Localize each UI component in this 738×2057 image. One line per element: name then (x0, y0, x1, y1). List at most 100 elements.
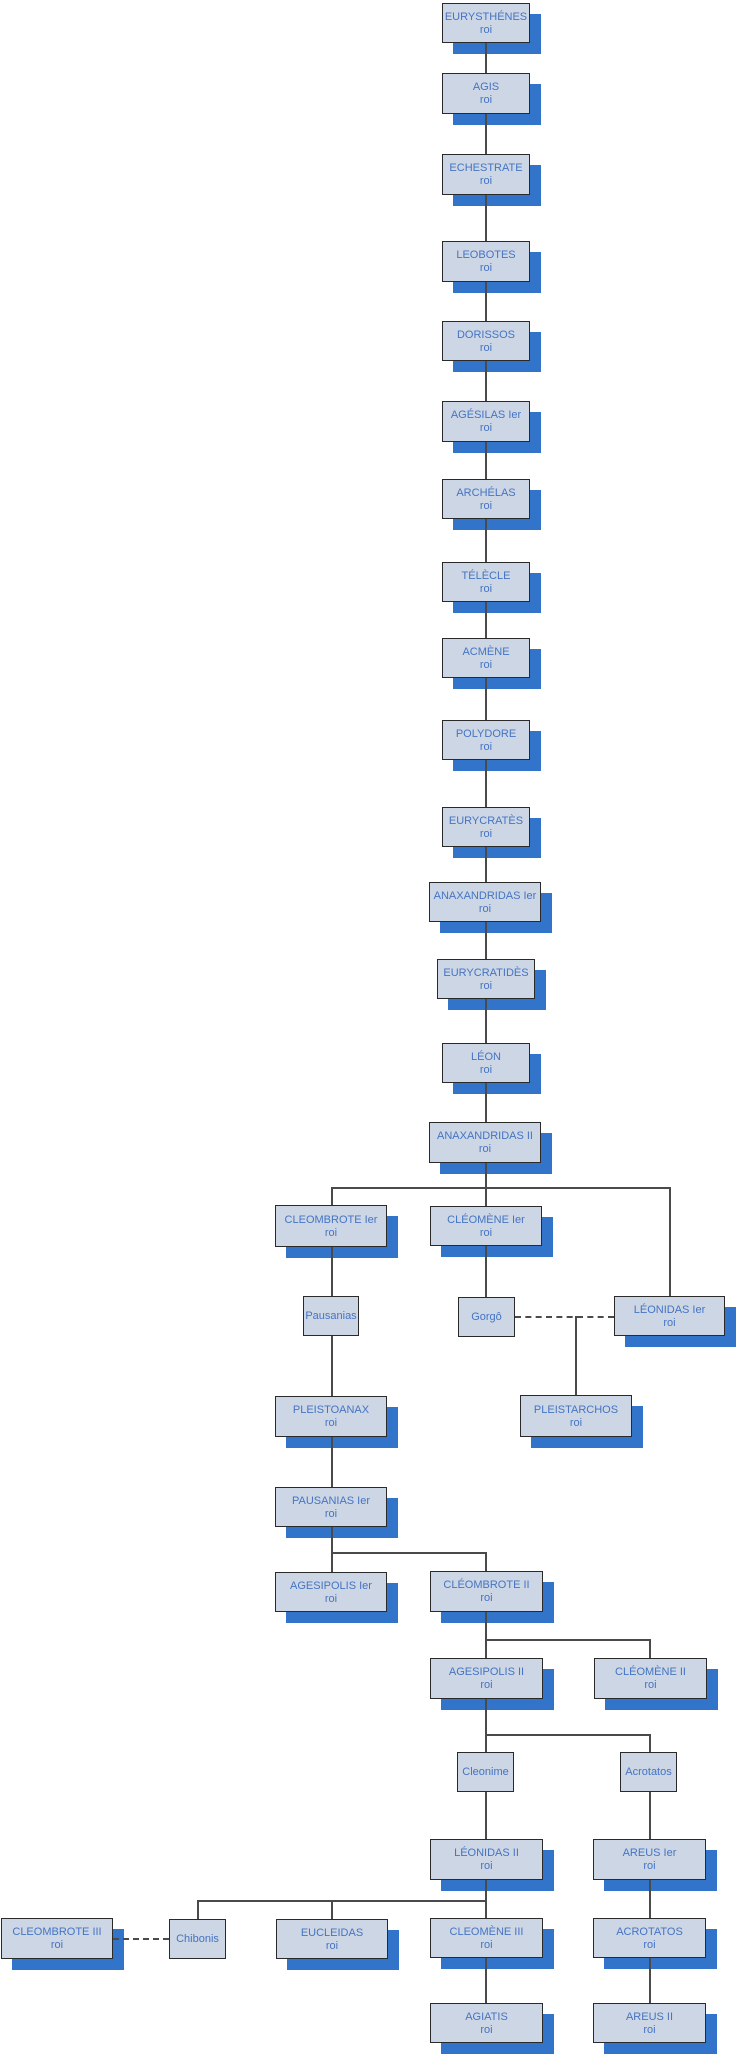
node-sublabel: roi (479, 499, 493, 512)
node-sublabel: roi (324, 1507, 338, 1520)
node-label: TÉLÈCLE (461, 569, 511, 582)
node-label: AGESIPOLIS II (448, 1666, 525, 1678)
connector-line (485, 1734, 487, 1752)
tree-node-pausanias: Pausanias (303, 1296, 359, 1336)
node-sublabel: roi (324, 1592, 338, 1605)
node-label: ACROTATOS (616, 1925, 683, 1938)
connector-line (485, 519, 487, 562)
connector-line (485, 195, 487, 241)
connector-line (485, 922, 487, 959)
node-label: Cleonime (462, 1766, 509, 1778)
node-sublabel: roi (663, 1316, 676, 1329)
node-label: PLEISTARCHOS (533, 1403, 619, 1416)
node-label: LÉONIDAS II (454, 1847, 519, 1859)
connector-line (485, 1612, 487, 1639)
tree-node-cleonime: Cleonime (457, 1752, 514, 1792)
node-label: ANAXANDRIDAS Ier (433, 889, 537, 902)
connector-line (649, 1880, 651, 1918)
connector-line (485, 1958, 487, 2003)
node-label: CLÉOMÈNE Ier (447, 1213, 525, 1226)
connector-line (485, 760, 487, 807)
connector-line (331, 1336, 333, 1396)
node-label: Pausanias (305, 1310, 357, 1322)
marriage-connector-line (113, 1938, 169, 1940)
connector-line (331, 1527, 333, 1554)
connector-line (331, 1900, 333, 1919)
node-sublabel: roi (479, 1226, 493, 1239)
tree-node-acrotatos: Acrotatos (620, 1752, 677, 1792)
node-label: EURYSTHÉNES (444, 10, 528, 23)
node-sublabel: roi (50, 1939, 64, 1951)
node-sublabel: roi (479, 979, 493, 992)
connector-line (331, 1552, 333, 1572)
connector-line (485, 282, 487, 321)
connector-line (485, 1880, 487, 1900)
node-sublabel: roi (478, 902, 492, 915)
node-label: EURYCRATIDÈS (443, 966, 529, 979)
node-label: PAUSANIAS Ier (291, 1494, 371, 1507)
connector-line (485, 678, 487, 720)
connector-line (331, 1552, 487, 1554)
node-label: EUCLEIDAS (300, 1926, 364, 1939)
node-label: LÉON (471, 1050, 501, 1063)
node-sublabel: roi (643, 2023, 656, 2036)
node-label: LÉONIDAS Ier (633, 1303, 706, 1316)
node-label: Gorgô (471, 1311, 502, 1323)
node-sublabel: roi (479, 1063, 493, 1076)
connector-line (485, 1792, 487, 1839)
connector-line (669, 1187, 671, 1296)
connector-line (485, 1699, 487, 1734)
node-sublabel: roi (479, 262, 493, 274)
connector-line (197, 1900, 487, 1902)
node-label: PLEISTOANAX (292, 1404, 370, 1416)
node-label: ARCHÉLAS (456, 486, 516, 499)
node-sublabel: roi (479, 175, 493, 187)
connector-line (331, 1187, 671, 1189)
node-sublabel: roi (479, 582, 493, 595)
node-sublabel: roi (479, 23, 493, 36)
connector-line (485, 114, 487, 154)
node-label: AREUS Ier (622, 1847, 677, 1859)
node-sublabel: roi (324, 1226, 338, 1239)
connector-line (485, 602, 487, 638)
node-sublabel: roi (479, 422, 493, 434)
node-label: LEOBOTES (456, 249, 516, 261)
node-label: AGIS (472, 81, 500, 93)
node-sublabel: roi (479, 827, 493, 840)
node-label: AGESIPOLIS Ier (290, 1579, 372, 1592)
connector-line (331, 1187, 333, 1205)
node-label: AGIATIS (465, 2010, 508, 2023)
node-sublabel: roi (480, 1592, 493, 1604)
connector-line (649, 1734, 651, 1752)
node-sublabel: roi (479, 341, 493, 354)
node-label: ANAXANDRIDAS II (437, 1130, 533, 1142)
node-label: CLÉOMBROTE II (443, 1579, 530, 1591)
connector-line (485, 1734, 651, 1736)
node-sublabel: roi (643, 1938, 656, 1951)
node-label: Acrotatos (625, 1766, 672, 1778)
node-label: DORISSOS (456, 328, 516, 341)
